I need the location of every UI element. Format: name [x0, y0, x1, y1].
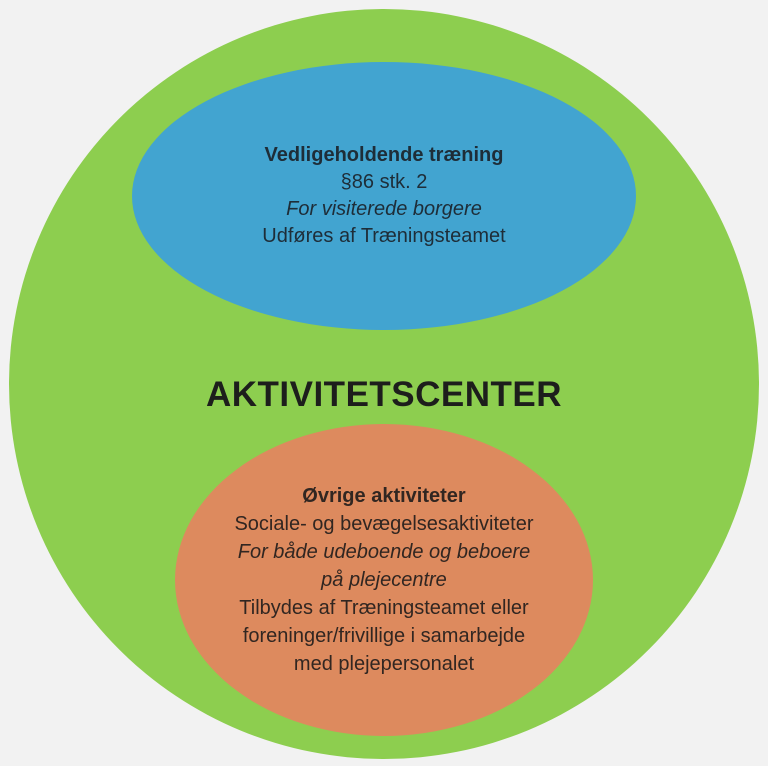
- text-line: For visiterede borgere: [286, 198, 482, 220]
- text-line: Udføres af Træningsteamet: [262, 225, 506, 247]
- maintenance-training-text: Vedligeholdende træning §86 stk. 2 For v…: [262, 142, 505, 250]
- diagram-title: AKTIVITETSCENTER: [205, 375, 563, 414]
- text-line: Vedligeholdende træning: [264, 144, 504, 166]
- text-line: For både udeboende og beboere: [237, 541, 531, 563]
- text-line: Sociale- og bevægelsesaktiviteter: [234, 513, 534, 535]
- text-line: foreninger/frivillige i samarbejde: [242, 625, 526, 647]
- maintenance-training-ellipse: Vedligeholdende træning §86 stk. 2 For v…: [132, 62, 636, 330]
- text-line: Øvrige aktiviteter: [302, 485, 466, 507]
- other-activities-ellipse: Øvrige aktiviteter Sociale- og bevægelse…: [175, 424, 593, 736]
- other-activities-text: Øvrige aktiviteter Sociale- og bevægelse…: [234, 482, 533, 678]
- text-line: Tilbydes af Træningsteamet eller: [239, 597, 529, 619]
- text-line: §86 stk. 2: [340, 171, 428, 193]
- text-line: på plejecentre: [321, 569, 447, 591]
- text-line: med plejepersonalet: [293, 653, 475, 675]
